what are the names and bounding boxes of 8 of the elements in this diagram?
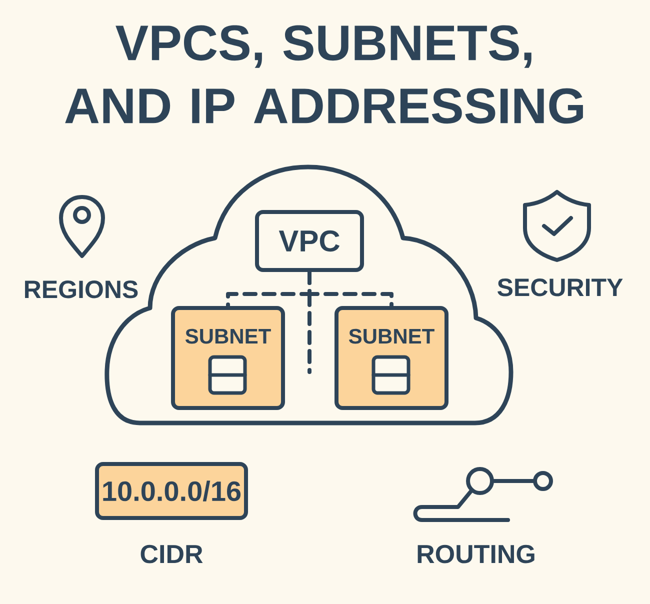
vpc-box: VPC	[255, 210, 364, 272]
address-box: 10.0.0.0/16	[95, 462, 248, 520]
connector	[308, 270, 394, 308]
caption: CIDR	[140, 544, 203, 564]
label: SECURITY	[498, 278, 623, 296]
title: VPCS, SUBNETS, AND IP ADDRESSING	[65, 25, 583, 124]
label: ROUTING	[418, 544, 534, 564]
label: REGIONS	[25, 280, 138, 298]
